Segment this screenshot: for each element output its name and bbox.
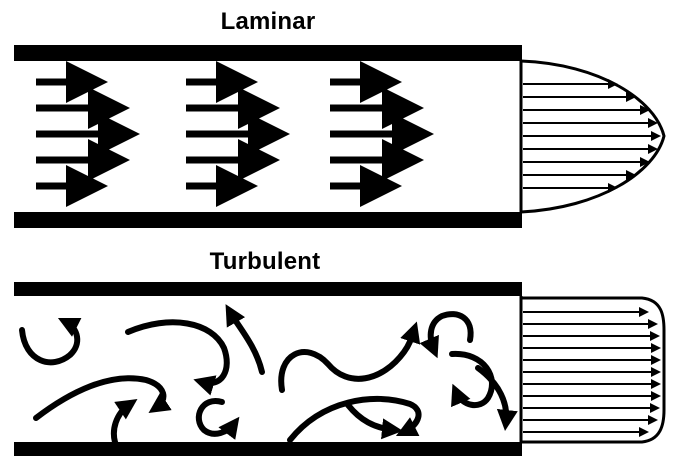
eddy-arrow xyxy=(419,311,474,359)
laminar-top-wall xyxy=(14,45,522,61)
eddy-arrow xyxy=(345,402,403,440)
eddy-arrow xyxy=(195,398,240,440)
turbulent-pipe xyxy=(14,282,522,456)
eddy-arrow xyxy=(225,304,265,375)
turbulent-top-wall xyxy=(14,282,522,296)
turbulent-velocity-profile xyxy=(519,296,666,444)
laminar-title: Laminar xyxy=(220,8,316,35)
eddy-arrow xyxy=(125,319,230,396)
laminar-velocity-profile xyxy=(519,59,666,214)
eddy-arrow xyxy=(110,399,138,453)
turbulent-title: Turbulent xyxy=(209,248,321,275)
eddy-arrow xyxy=(449,350,495,409)
turbulent-eddies xyxy=(19,304,518,453)
profile-envelope xyxy=(520,59,666,214)
eddy-arrow xyxy=(33,375,172,421)
eddy-arrow xyxy=(475,365,518,431)
eddy-arrow xyxy=(287,395,422,443)
laminar-bottom-wall xyxy=(14,212,522,228)
profile-envelope xyxy=(521,296,666,444)
laminar-arrows xyxy=(36,61,434,207)
laminar-pipe xyxy=(14,45,522,228)
eddy-arrow xyxy=(278,321,421,393)
eddy-arrow xyxy=(19,317,82,366)
turbulent-bottom-wall xyxy=(14,442,522,456)
